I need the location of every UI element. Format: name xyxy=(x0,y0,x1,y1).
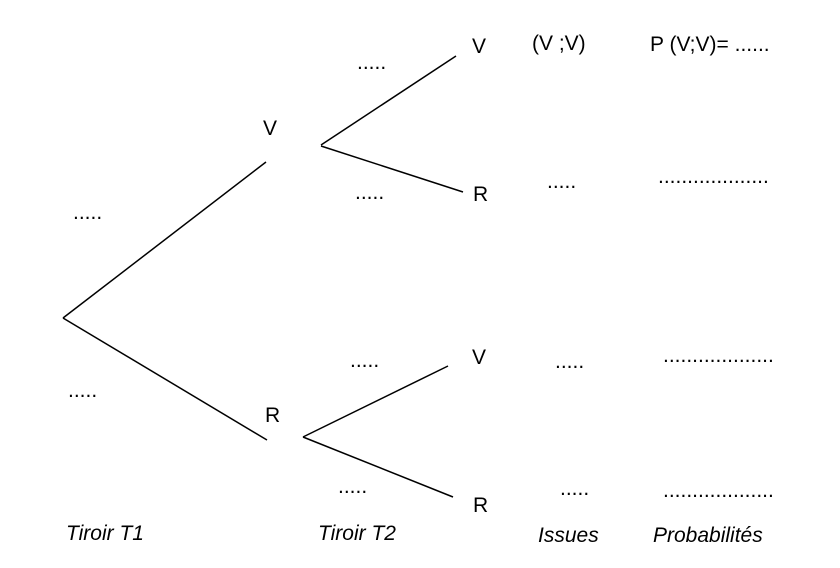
probability-rr: ................... xyxy=(663,479,774,502)
v-down-branch-probability: ..... xyxy=(355,181,385,204)
branch-root-to-r xyxy=(62,317,268,441)
branch-v-to-v xyxy=(320,55,457,146)
probability-vr: ................... xyxy=(658,165,769,188)
branch-r-to-r xyxy=(302,436,454,498)
issue-rr: ..... xyxy=(560,477,590,500)
leaf-rv-label: V xyxy=(472,346,487,369)
issue-vr: ..... xyxy=(547,170,577,193)
branch-root-to-v xyxy=(62,161,267,319)
branch-r-to-v xyxy=(302,365,449,438)
branch-v-to-r xyxy=(320,145,464,193)
column-header-tiroir-t1: Tiroir T1 xyxy=(66,522,144,545)
issue-rv: ..... xyxy=(555,350,585,373)
leaf-vr-label: R xyxy=(473,183,489,206)
probability-rv: ................... xyxy=(663,344,774,367)
root-down-branch-probability: ..... xyxy=(68,379,98,402)
node-r-label: R xyxy=(265,404,281,427)
root-up-branch-probability: ..... xyxy=(73,201,103,224)
leaf-vv-label: V xyxy=(472,35,487,58)
column-header-tiroir-t2: Tiroir T2 xyxy=(318,522,396,545)
issue-vv: (V ;V) xyxy=(532,32,586,55)
v-up-branch-probability: ..... xyxy=(357,51,387,74)
r-up-branch-probability: ..... xyxy=(350,349,380,372)
column-header-probabilites: Probabilités xyxy=(653,524,763,547)
node-v-label: V xyxy=(263,117,278,140)
probability-vv: P (V;V)= ...... xyxy=(650,33,770,56)
r-down-branch-probability: ..... xyxy=(338,475,368,498)
leaf-rr-label: R xyxy=(473,494,489,517)
column-header-issues: Issues xyxy=(538,524,599,547)
